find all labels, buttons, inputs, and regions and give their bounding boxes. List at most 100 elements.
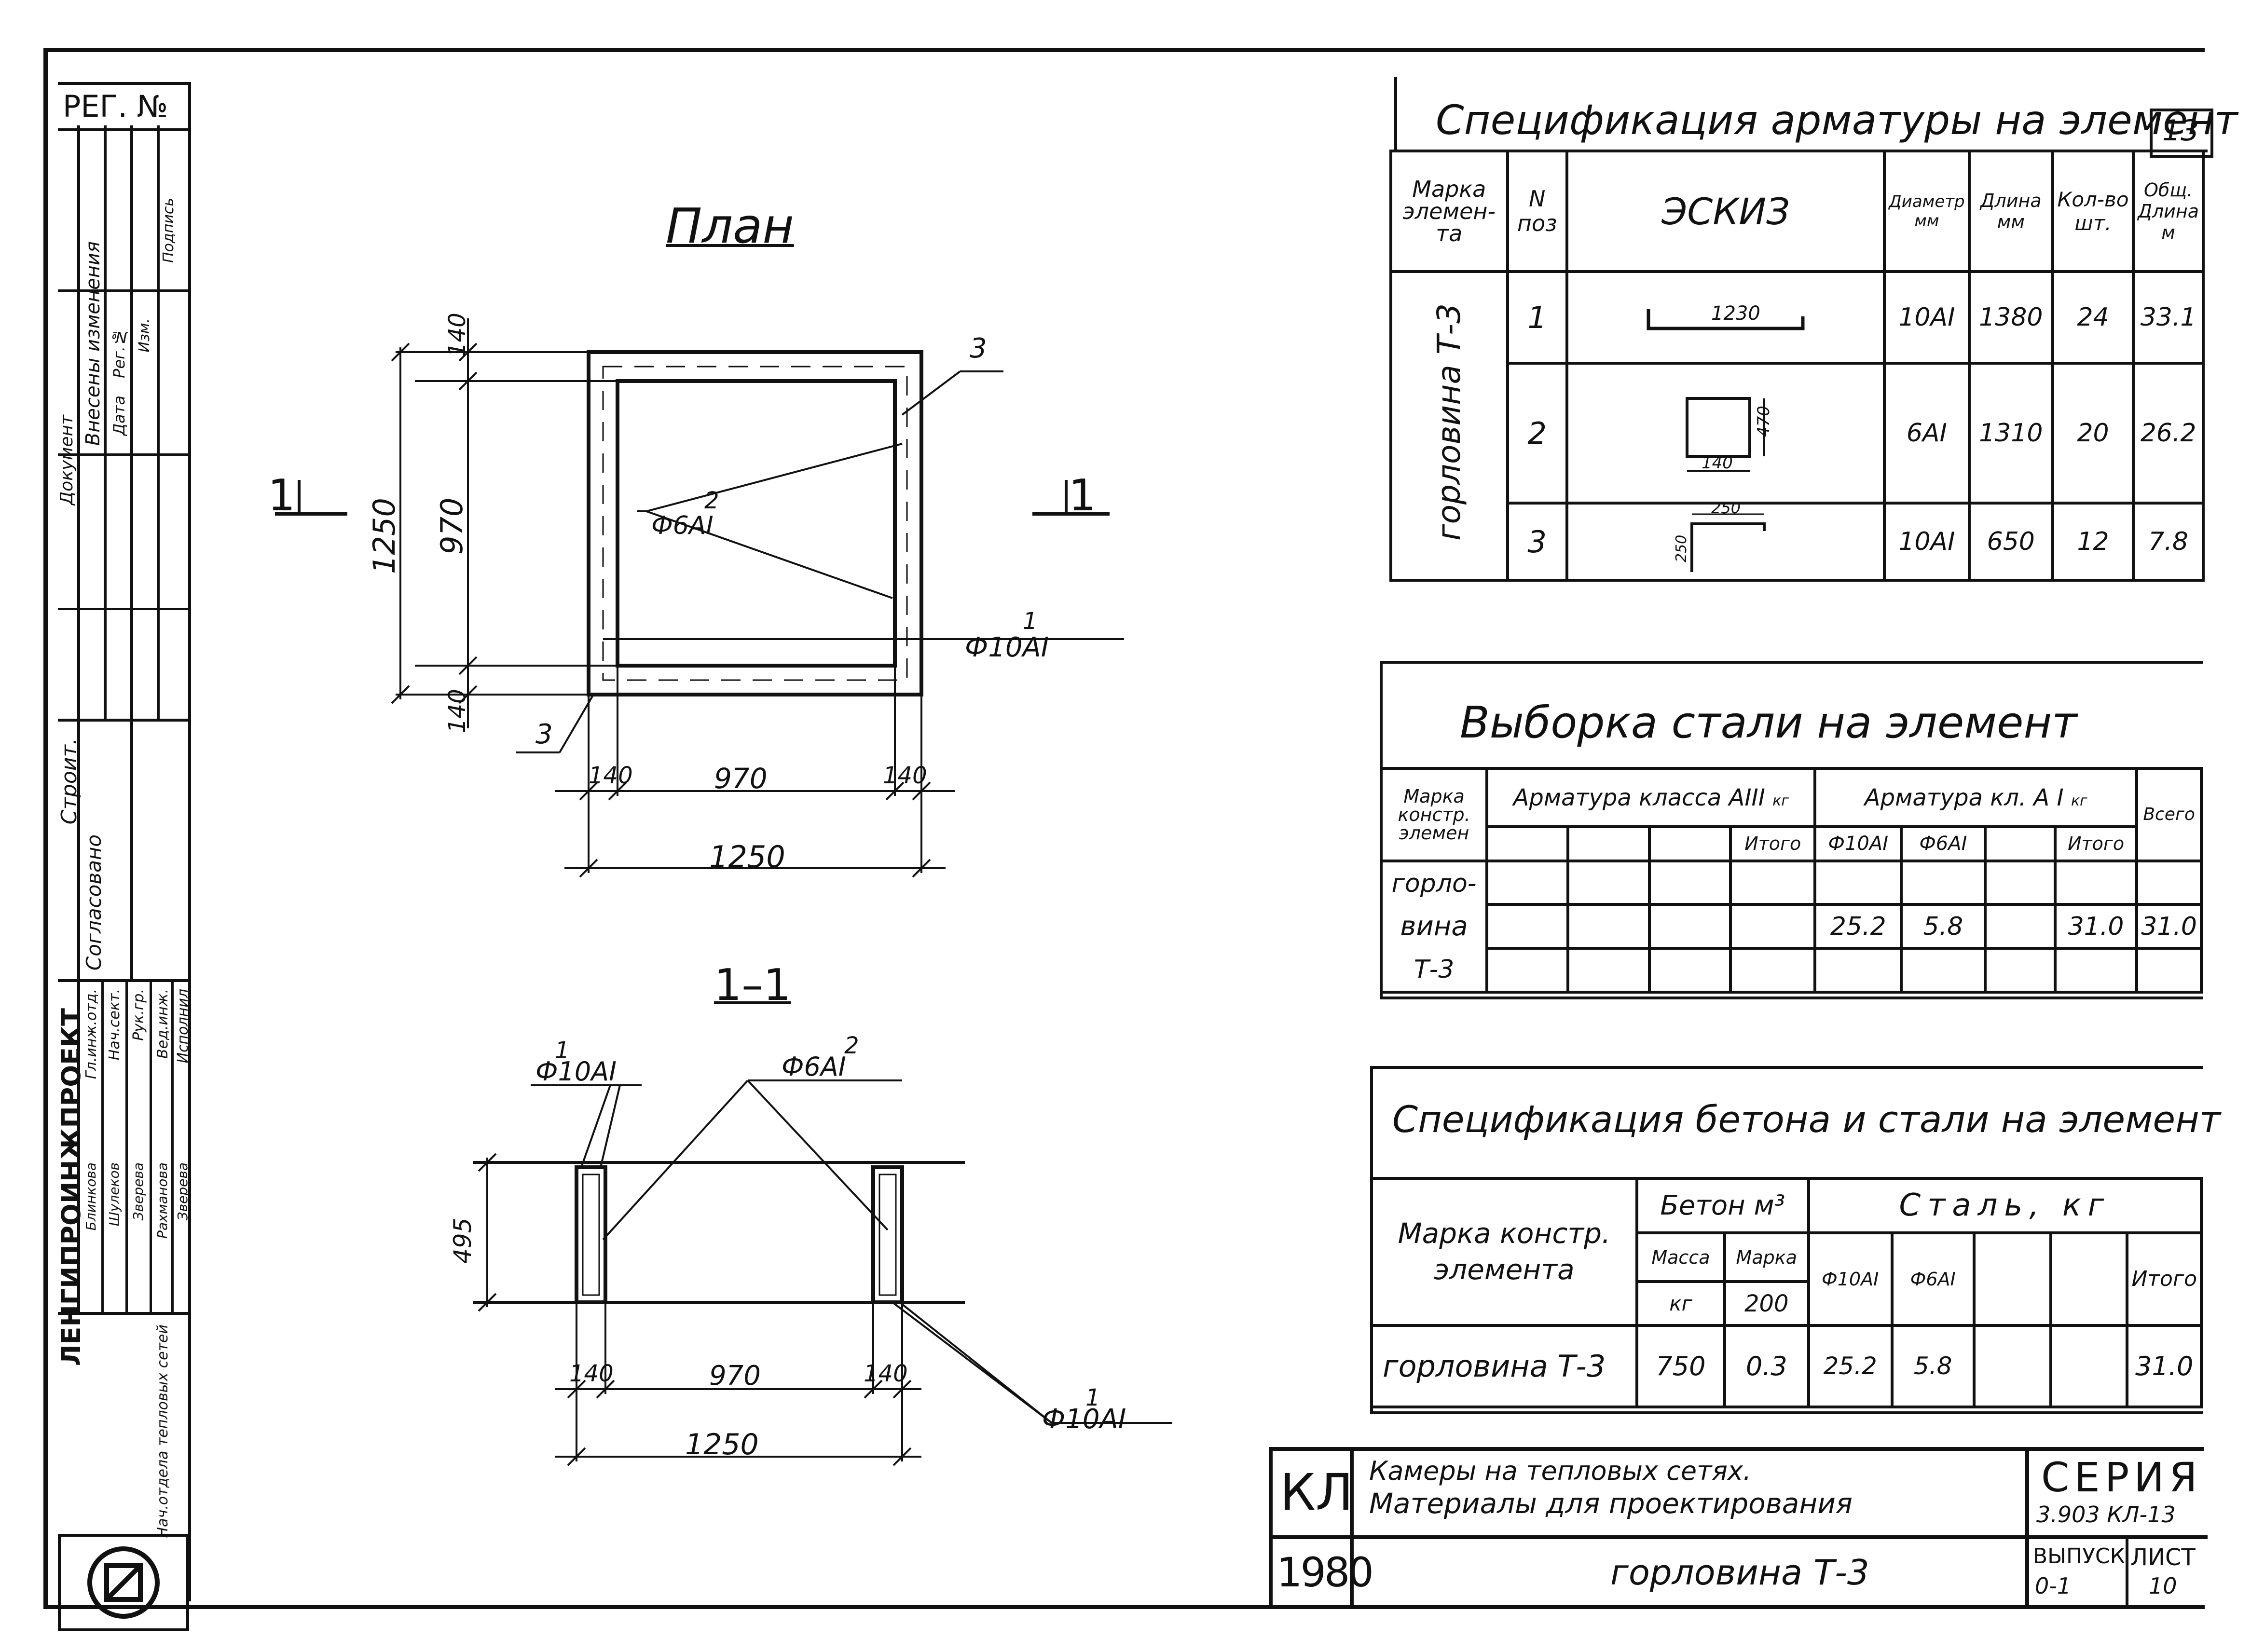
plan-section-left: 1: [268, 470, 296, 521]
hdr-pos: N поз: [1506, 150, 1568, 273]
change-col-changes: Внесены изменения: [82, 241, 104, 446]
ss-a1-c3: [1983, 825, 2057, 862]
row2-diameter: 6АI: [1883, 362, 1971, 505]
cs-hdr-concrete: Бетон м³: [1635, 1177, 1810, 1234]
change-col-izm: Изм.: [136, 318, 153, 353]
row3-sketch: 250 250: [1565, 499, 1886, 582]
plan-dim-bottom-edge-left: 140: [589, 762, 633, 789]
cs-row-volume: 0.3: [1723, 1324, 1810, 1409]
change-columns: Документ Внесены изменения Дата Рег.№ Из…: [57, 125, 188, 722]
section-dim-edge-left: 140: [569, 1360, 614, 1387]
cs-row-d6: 5.8: [1890, 1324, 1976, 1409]
steel-sample-box: Выборка стали на элемент: [1380, 661, 2203, 999]
row1-length: 1380: [1967, 270, 2054, 365]
cs-row-d10: 25.2: [1807, 1324, 1894, 1409]
ss-hdr-total: Всего: [2135, 767, 2203, 862]
ss-unit-a3: кг: [1772, 792, 1789, 809]
plan-section-right: 1: [1069, 470, 1097, 521]
cs-row-mark: горловина Т-3: [1370, 1324, 1638, 1409]
ss-a1-itogo: Итого: [2053, 825, 2139, 862]
bar1-sketch-icon: 1230: [1647, 302, 1805, 330]
bar2-sketch-icon: 470 140: [1686, 397, 1773, 473]
section-drawing: [473, 1079, 1172, 1466]
plan-dim-bottom-total: 1250: [709, 839, 785, 874]
element-name-cell: горловина Т-3: [1389, 270, 1509, 582]
tb-issue-value: 0-1: [2035, 1573, 2072, 1599]
spec-rebar-title: Спецификация арматуры на элемент: [1436, 96, 2238, 144]
row2-pos: 2: [1506, 362, 1568, 505]
signer-chief: Гл.инж.отд.: [83, 989, 100, 1079]
signer-group-lead: Рук.гр.: [130, 989, 147, 1041]
tb-line2: Материалы для проектирования: [1369, 1487, 1853, 1520]
tb-code-box: КЛ: [1273, 1451, 1354, 1539]
hdr-diameter: Диаметр мм: [1883, 150, 1971, 273]
row1-qty: 24: [2051, 270, 2135, 365]
tb-line1: Камеры на тепловых сетях.: [1369, 1456, 1752, 1486]
steel-sample-table: Марка констр. элемен Арматура класса АII…: [1379, 766, 2203, 994]
ss-hdr-a1: Арматура кл. А I кг: [1813, 766, 2139, 829]
section-pos1b-num: 1: [1085, 1384, 1100, 1411]
row2-qty: 20: [2051, 362, 2135, 505]
svg-text:140: 140: [1702, 453, 1733, 473]
row3-pos: 3: [1506, 502, 1568, 582]
section-dim-inner: 970: [709, 1360, 761, 1392]
change-col-date: Дата: [110, 396, 128, 436]
hdr-mark: Марка элемен- та: [1389, 150, 1509, 273]
change-col-reg: Рег.№: [110, 328, 128, 378]
signer-name-3: Зверева: [130, 1162, 146, 1221]
tb-year: 1980: [1276, 1549, 1374, 1596]
cs-hdr-blank2: [2049, 1231, 2129, 1327]
section-pos1-bar: Ф10АI: [535, 1056, 617, 1087]
section-dim-edge-right: 140: [864, 1360, 908, 1387]
plan-pos3-bottom: 3: [535, 719, 553, 750]
svg-text:250: 250: [1673, 535, 1690, 562]
change-col-sign: Подпись: [160, 198, 177, 263]
plan-dim-bottom-edge-right: 140: [883, 762, 927, 789]
row3-length: 650: [1967, 502, 2054, 582]
section-pos2-num: 2: [844, 1032, 859, 1059]
ss-element-line2: вина: [1379, 904, 1489, 949]
cs-hdr-d6: Ф6АI: [1890, 1231, 1976, 1327]
ss-val-itogo: 31.0: [2053, 903, 2139, 950]
cs-row-itogo: 31.0: [2126, 1324, 2203, 1409]
change-col-doc: Документ: [57, 415, 77, 505]
row1-diameter: 10АI: [1883, 270, 1971, 365]
ss-hdr-d6: Ф6АI: [1900, 825, 1987, 862]
section-pos2-bar: Ф6АI: [782, 1051, 846, 1082]
plan-title: План: [666, 198, 794, 254]
signer-lead-eng: Вед.инж.: [154, 989, 171, 1059]
ss-element-line1: горло-: [1379, 859, 1489, 905]
plan-dim-inner: 970: [434, 497, 469, 555]
cs-hdr-d10: Ф10АI: [1807, 1231, 1894, 1327]
row2-total: 26.2: [2132, 362, 2205, 505]
plan-dim-edge-top: 140: [444, 313, 471, 357]
row2-length: 1310: [1967, 362, 2054, 505]
approval-block: Строит. Согласовано: [57, 719, 188, 982]
ss-hdr-d10: Ф10АI: [1813, 825, 1903, 862]
logo-icon: [87, 1546, 160, 1619]
plan-pos1-bar: Ф10АI: [965, 632, 1049, 663]
signer-name-2: Шулеков: [106, 1162, 122, 1227]
cs-row-mass: 750: [1635, 1324, 1726, 1409]
cs-hdr-blank1: [1972, 1231, 2052, 1327]
spec-rebar-table: Марка элемен- та N поз ЭСКИЗ Диаметр мм …: [1389, 150, 2205, 582]
row1-sketch: 1230: [1565, 270, 1886, 365]
ss-unit-a1: кг: [2071, 792, 2087, 809]
element-name: горловина Т-3: [1430, 303, 1468, 541]
tb-drawing-title: горловина Т-3: [1610, 1552, 1869, 1593]
section-pos1-num: 1: [555, 1037, 570, 1064]
plan-pos3-top: 3: [970, 333, 987, 364]
section-title: 1–1: [714, 960, 791, 1010]
plan-dim-bottom-inner: 970: [714, 762, 768, 795]
tb-series-box: СЕРИЯ 3.903 КЛ-13: [2025, 1451, 2208, 1539]
signer-name-1: Блинкова: [83, 1162, 99, 1231]
ss-hdr-mark: Марка констр. элемен: [1379, 767, 1489, 862]
row3-qty: 12: [2051, 502, 2135, 582]
signer-soglasovano: Согласовано: [82, 834, 106, 971]
reg-number-label: РЕГ. №: [63, 89, 168, 124]
ss-val-d10: 25.2: [1813, 903, 1903, 950]
tb-series-label: СЕРИЯ: [2041, 1454, 2202, 1501]
plan-dim-total: 1250: [367, 498, 402, 574]
row1-total: 33.1: [2132, 270, 2205, 365]
ss-a3-itogo: Итого: [1729, 825, 1817, 862]
